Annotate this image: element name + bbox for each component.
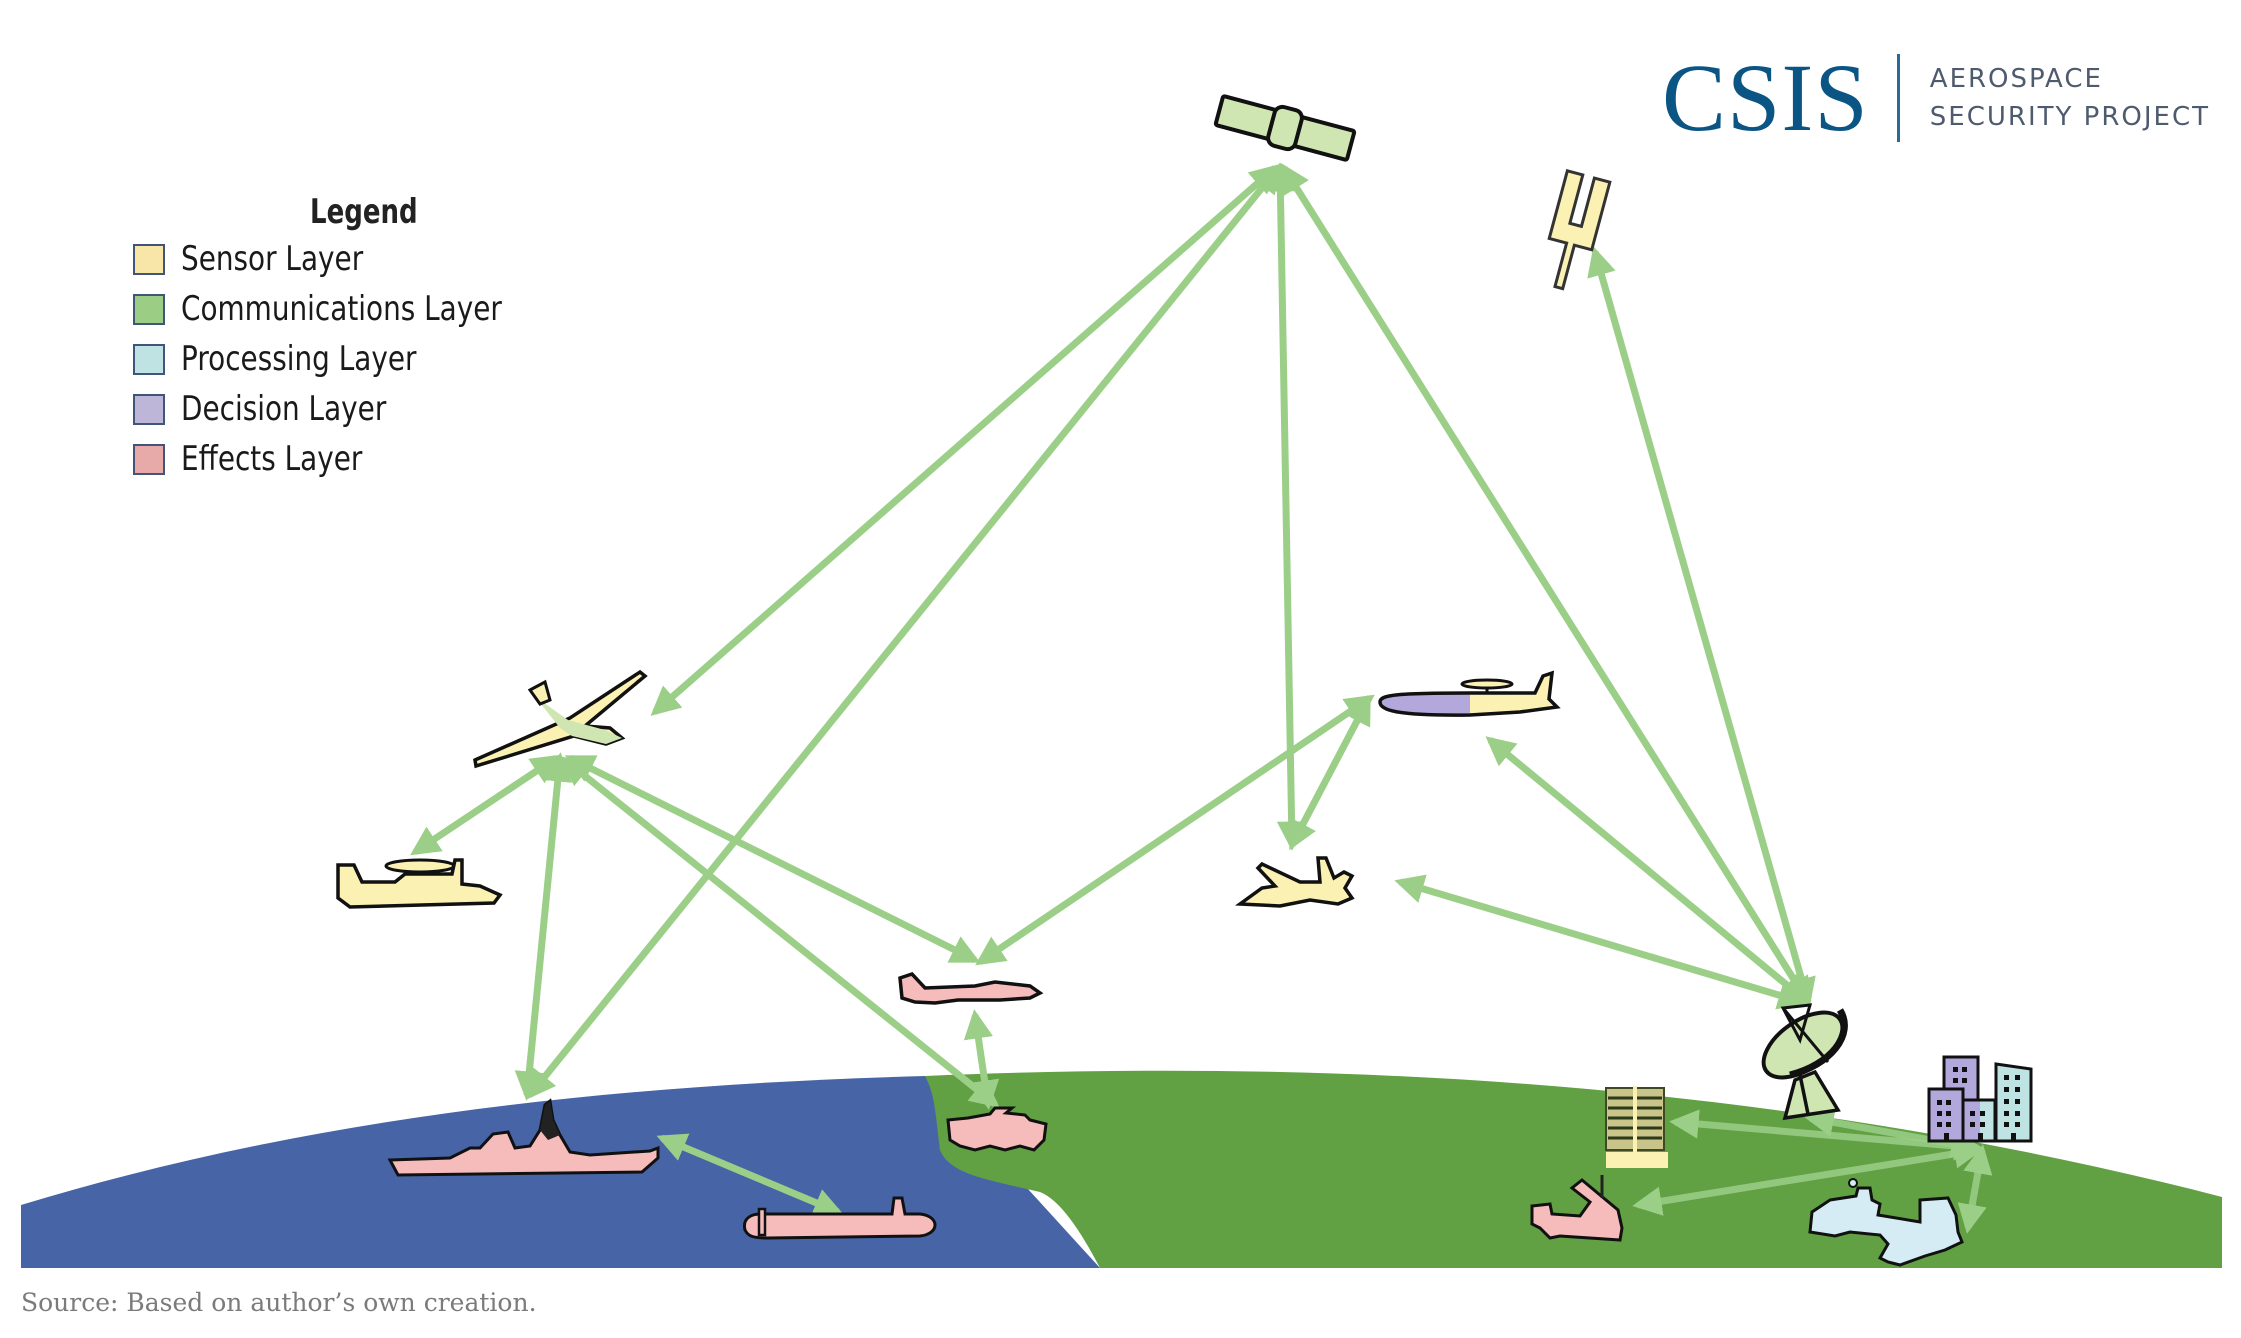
link-ground-station-patrol-aircraft: [1394, 874, 1808, 1010]
link-fighter-tank: [963, 1009, 1000, 1110]
link-command-center-missile-launcher: [1632, 1139, 1984, 1216]
link-destroyer-submarine: [656, 1133, 844, 1217]
link-satellite-ground-station: [1280, 163, 1812, 1007]
link-awacs-patrol-aircraft: [1288, 694, 1372, 851]
communications-satellite-icon: [1213, 94, 1357, 162]
link-layer: [410, 162, 1993, 1234]
csis-logo: CSIS AEROSPACE SECURITY PROJECT: [1662, 48, 2210, 148]
link-command-center-data-center: [1957, 1144, 1993, 1234]
legend-label: Decision Layer: [181, 389, 387, 429]
patrol-aircraft-icon: [1234, 856, 1355, 908]
processing-facility-icon: [1808, 1178, 1964, 1267]
satellite-dish-icon: [1761, 1003, 1848, 1121]
link-sensor-satellite-ground-station: [1587, 246, 1816, 1008]
legend-swatch: [133, 243, 165, 275]
legend: Legend Sensor Layer Communications Layer…: [133, 190, 572, 484]
link-uav-tank: [560, 756, 1000, 1108]
armored-vehicle-icon: [946, 1106, 1048, 1152]
surface-ship-icon: [387, 1098, 660, 1177]
sensor-satellite-icon: [1547, 168, 1612, 291]
logo-line-1: AEROSPACE: [1929, 64, 2103, 94]
legend-label: Processing Layer: [181, 339, 417, 379]
uav-icon: [473, 669, 648, 769]
hawkeye-icon: [336, 858, 503, 909]
radar-array-icon: [1605, 1086, 1668, 1168]
link-satellite-patrol-aircraft: [1265, 162, 1307, 851]
link-satellite-uav: [650, 164, 1280, 716]
link-awacs-fighter: [975, 694, 1375, 966]
source-caption: Source: Based on author’s own creation.: [21, 1288, 537, 1317]
command-aircraft-icon: [1378, 670, 1561, 717]
legend-item-communications: Communications Layer: [133, 284, 572, 334]
legend-label: Sensor Layer: [181, 239, 364, 279]
legend-title: Legend: [310, 192, 418, 232]
legend-label: Communications Layer: [181, 289, 502, 329]
legend-swatch: [133, 393, 165, 425]
legend-swatch: [133, 293, 165, 325]
legend-swatch: [133, 443, 165, 475]
logo-line-2: SECURITY PROJECT: [1929, 102, 2210, 132]
fighter-jet-icon: [898, 971, 1044, 1005]
legend-item-effects: Effects Layer: [133, 434, 572, 484]
link-satellite-destroyer: [526, 163, 1282, 1100]
logo-mark: CSIS: [1662, 44, 1869, 151]
link-uav-hawkeye: [410, 754, 561, 856]
link-ground-station-awacs: [1485, 736, 1810, 1004]
legend-label: Effects Layer: [181, 439, 363, 479]
logo-divider: [1896, 54, 1900, 142]
command-buildings-icon: [1927, 1055, 2033, 1143]
legend-swatch: [133, 343, 165, 375]
legend-item-decision: Decision Layer: [133, 384, 572, 434]
link-uav-destroyer: [514, 752, 573, 1101]
legend-item-sensor: Sensor Layer: [133, 234, 572, 284]
missile-launcher-icon: [1530, 1175, 1624, 1242]
legend-item-processing: Processing Layer: [133, 334, 572, 384]
submarine-icon: [742, 1196, 937, 1240]
logo-subtitle: AEROSPACE SECURITY PROJECT: [1930, 60, 2210, 136]
